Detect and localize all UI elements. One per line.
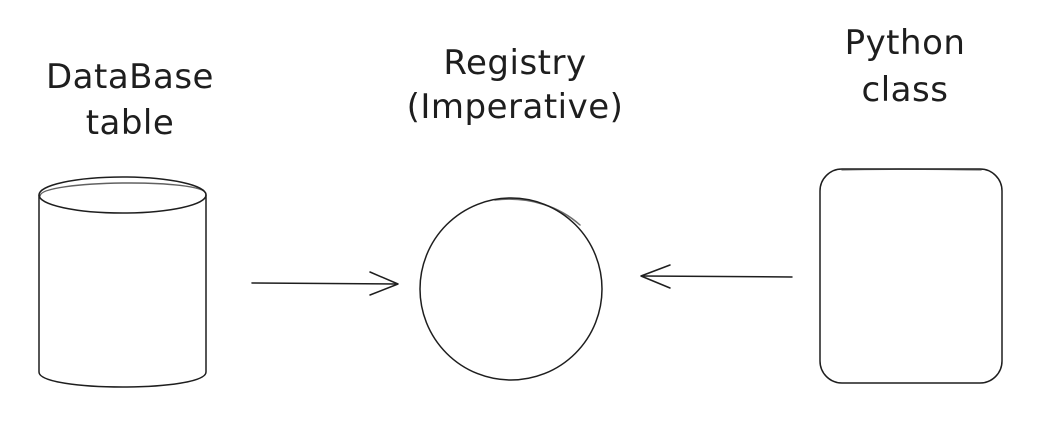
registry-label-line-2: (Imperative) (407, 87, 624, 127)
python-class-label-line-2: class (862, 70, 949, 110)
registry-label-line-1: Registry (443, 43, 586, 83)
database-label-line-1: DataBase (46, 57, 214, 97)
database-to-registry-arrow (251, 271, 399, 296)
database-label-line-2: table (86, 103, 175, 143)
database-cylinder (38, 176, 207, 388)
registry-circle (419, 197, 603, 381)
python-class-to-registry-arrow (640, 264, 793, 289)
python-class-box (819, 168, 1003, 384)
python-class-label-line-1: Python (845, 23, 966, 63)
